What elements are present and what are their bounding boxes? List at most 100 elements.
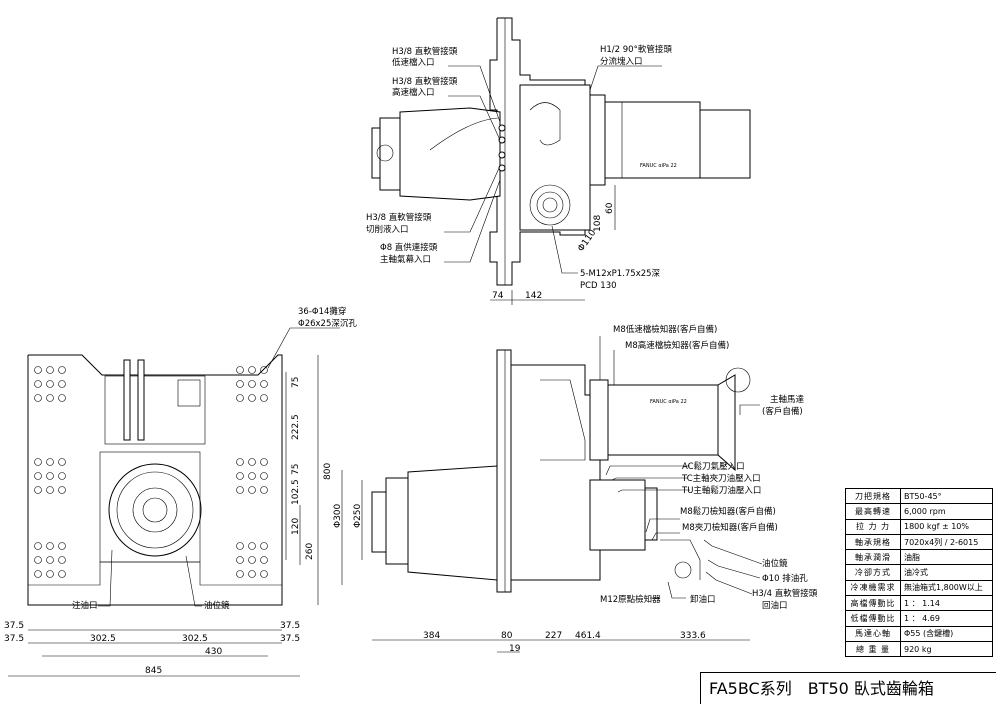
dim-300: Φ300: [333, 503, 343, 528]
bolt-hole: [46, 542, 54, 550]
dim-37-5a: 37.5: [4, 621, 24, 631]
bolt-hole: [46, 394, 54, 402]
dim-80: 80: [501, 631, 513, 641]
bolt-hole: [248, 542, 256, 550]
dim-120: 120: [291, 518, 301, 535]
label-unload: 卸油口: [690, 594, 716, 605]
bolt-hole: [260, 570, 268, 578]
spec-value: 1 ： 1.14: [900, 595, 993, 612]
dim-333-6: 333.6: [680, 631, 706, 641]
label-high-speed-1: H3/8 直軟管接頭: [392, 76, 458, 87]
label-splitter-2: 分流塊入口: [600, 56, 643, 67]
bolt-hole: [260, 486, 268, 494]
spec-value: BT50-45°: [900, 487, 993, 505]
bolt-hole: [58, 380, 66, 388]
dim-222-5: 222.5: [291, 414, 301, 440]
spec-key: 拉 力 力: [845, 518, 901, 535]
bolt-hole: [46, 458, 54, 466]
spec-value: 無油箱式1,800W以上: [900, 579, 993, 597]
spec-row: 冷凍機需求無油箱式1,800W以上: [845, 579, 993, 597]
dim-384: 384: [423, 631, 440, 641]
label-bolt-1: 5-M12xP1.75x25深: [580, 269, 661, 279]
side-view: FANUC αiPa 22 Φ300 Φ250 384 80 227 461.4…: [333, 324, 818, 654]
bolt-hole: [34, 472, 42, 480]
bolt-hole: [46, 570, 54, 578]
label-m12-origin: M12原點檢知器: [600, 594, 661, 605]
bolt-hole: [46, 380, 54, 388]
label-bolt-2: PCD 130: [580, 281, 617, 291]
label-return-2: 回油口: [762, 600, 788, 611]
spec-key: 低檔傳動比: [845, 610, 901, 627]
bolt-hole: [46, 486, 54, 494]
spec-key: 軸承規格: [845, 533, 901, 551]
bolt-hole: [34, 570, 42, 578]
bolt-hole: [46, 472, 54, 480]
bolt-hole: [58, 542, 66, 550]
bolt-hole: [58, 486, 66, 494]
bolt-hole: [260, 472, 268, 480]
spec-key: 馬達心軸: [845, 625, 901, 642]
bolt-hole: [34, 394, 42, 402]
bolt-hole: [248, 380, 256, 388]
drawing-title: FA5BC系列 BT50 臥式齒輪箱: [700, 672, 996, 704]
bolt-hole: [260, 366, 268, 374]
dim-108: 108: [593, 215, 603, 232]
dim-227: 227: [545, 631, 562, 641]
label-drain: Φ10 排油孔: [762, 573, 808, 584]
bolt-hole: [260, 458, 268, 466]
dim-75a: 75: [291, 377, 301, 388]
bolt-hole: [58, 394, 66, 402]
dim-75b: 75: [291, 464, 301, 475]
dim-37-5b: 37.5: [4, 634, 24, 644]
dim-102-5: 102.5: [291, 479, 301, 505]
side-motor-plate: FANUC αiPa 22: [650, 399, 687, 405]
bolt-hole: [236, 394, 244, 402]
bolt-hole: [236, 458, 244, 466]
spec-value: 7020x4列 / 2-6015: [900, 533, 993, 551]
spec-key: 總 重 量: [845, 640, 901, 658]
dim-302-5a: 302.5: [90, 634, 116, 644]
label-splitter-1: H1/2 90°軟管接頭: [600, 44, 672, 55]
dim-60: 60: [605, 202, 615, 214]
bolt-hole: [58, 366, 66, 374]
bolt-hole: [248, 556, 256, 564]
bolt-hole: [260, 394, 268, 402]
bolt-hole: [248, 486, 256, 494]
label-oil-inlet: 注油口: [72, 600, 98, 611]
bolt-hole: [260, 556, 268, 564]
label-front-oil-gauge: 油位鏡: [204, 600, 230, 611]
spec-value: 1800 kgf ± 10%: [900, 518, 993, 535]
spec-value: 油脂: [900, 549, 993, 566]
label-spindle-motor-2: (客戶自備): [762, 406, 803, 417]
bolt-hole: [58, 570, 66, 578]
label-holes-2: Φ26x25深沉孔: [298, 319, 357, 329]
label-m8-release: M8鬆刀檢知器(客戶自備): [680, 506, 776, 517]
bolt-hole: [248, 472, 256, 480]
bolt-hole: [34, 486, 42, 494]
label-low-speed-2: 低速檔入口: [392, 57, 435, 68]
bolt-hole: [236, 570, 244, 578]
bolt-hole: [236, 542, 244, 550]
label-holes-1: 36-Φ14攤穿: [298, 306, 346, 317]
dim-461-4: 461.4: [575, 631, 601, 641]
label-tu: TU主軸鬆刀油壓入口: [681, 485, 761, 496]
label-m8-low: M8低速檔檢知器(客戶自備): [613, 324, 717, 335]
bolt-hole: [260, 542, 268, 550]
dim-800: 800: [323, 463, 333, 480]
bolt-hole: [236, 486, 244, 494]
label-spindle-motor-1: 主軸馬達: [770, 394, 805, 405]
label-high-speed-2: 高速檔入口: [392, 87, 435, 98]
dim-110: Φ110: [576, 228, 598, 254]
dim-37-5c: 37.5: [280, 621, 300, 631]
spec-key: 軸承潤滑: [845, 549, 901, 566]
bolt-hole: [34, 458, 42, 466]
label-m8-high: M8高速檔檢知器(客戶自備): [625, 340, 729, 351]
